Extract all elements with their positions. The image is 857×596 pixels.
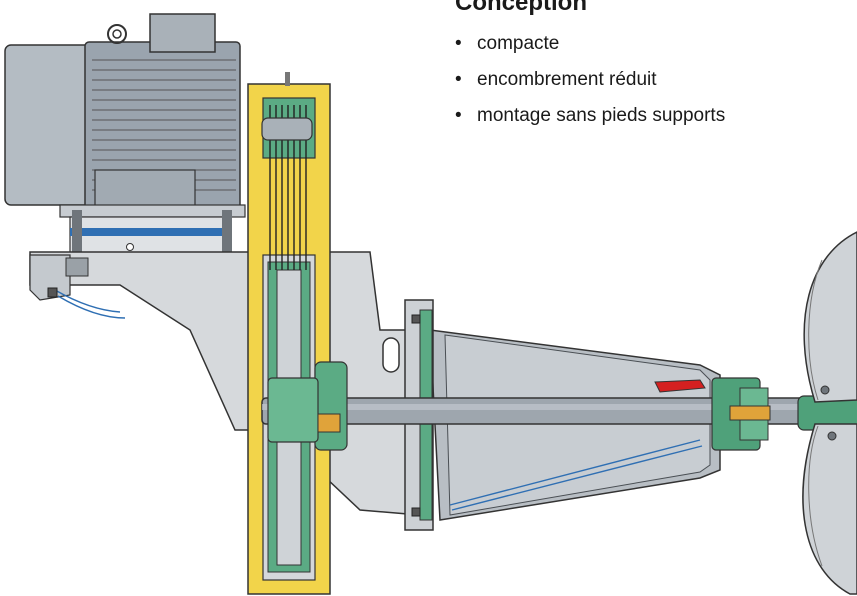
pulley-bearing bbox=[267, 361, 348, 451]
propeller-icon bbox=[802, 231, 857, 595]
motor-base bbox=[59, 204, 246, 256]
feature-item: • compacte bbox=[455, 26, 845, 62]
support-frame bbox=[29, 251, 421, 516]
feature-list: • compacte • encombrement réduit • montage … bbox=[455, 26, 845, 134]
feature-label: encombrement réduit bbox=[477, 69, 657, 90]
bullet-icon: • bbox=[455, 33, 462, 54]
feature-label: compacte bbox=[477, 33, 560, 54]
feature-item: • montage sans pieds supports bbox=[455, 98, 845, 134]
bullet-icon: • bbox=[455, 69, 462, 90]
motor-shaft bbox=[261, 117, 313, 141]
bullet-icon: • bbox=[455, 105, 462, 126]
feature-label: montage sans pieds supports bbox=[477, 105, 726, 126]
seal-assembly bbox=[711, 377, 857, 451]
belt-guard bbox=[247, 72, 331, 595]
feature-item: • encombrement réduit bbox=[455, 62, 845, 98]
panel-heading: Conception bbox=[455, 0, 587, 16]
feature-panel: Conception • compacte • encombrement rédui… bbox=[455, 0, 845, 134]
motor bbox=[4, 13, 241, 211]
